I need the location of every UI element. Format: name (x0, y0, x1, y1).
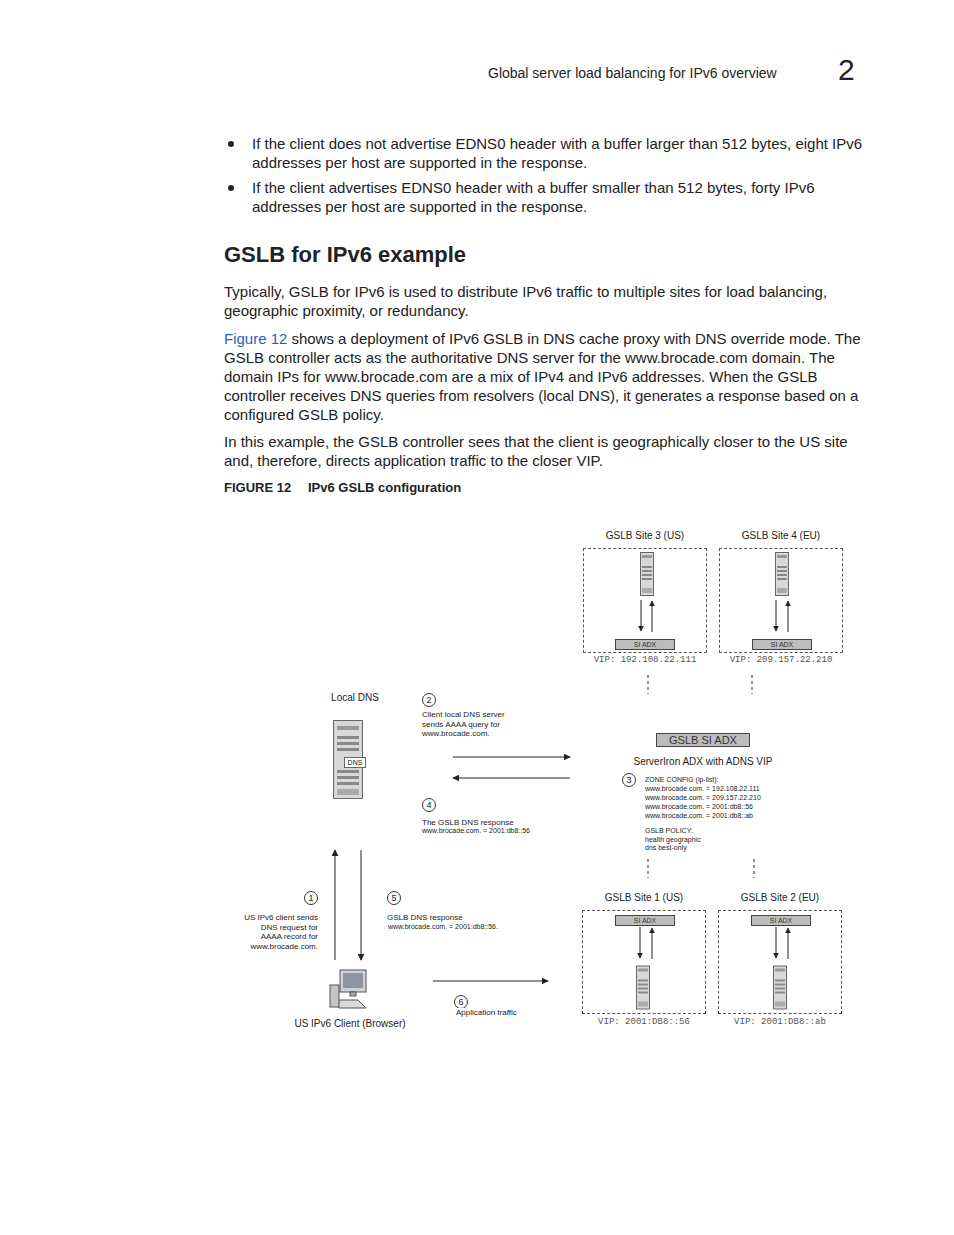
step-note: www.brocade.com. = 2001:db8::56 (422, 827, 530, 834)
node-title: GSLB SI ADX (669, 734, 737, 746)
paragraph-block: Figure 12shows a deployment of IPv6 GSLB… (224, 329, 869, 424)
paragraph: shows a deployment of IPv6 GSLB in DNS c… (224, 330, 861, 423)
dashed-link (754, 859, 755, 878)
bullet-dot (228, 185, 234, 191)
callout-number: 4 (422, 798, 436, 812)
node-title: SI ADX (771, 640, 794, 649)
callout-number: 2 (422, 693, 436, 707)
step-note: www.brocade.com. = 2001:db8::56. (388, 923, 498, 930)
figure-link: Figure 12 (224, 330, 287, 347)
flow-arrow (788, 928, 789, 959)
computer-icon (330, 970, 366, 1008)
chapter-number: 2 (838, 53, 855, 87)
site-box: GSLB Site 3 (US)VIP: 192.108.22.111SI AD… (583, 548, 707, 653)
callout-number: 6 (454, 995, 468, 1009)
zone-entry: www.brocade.com. = 209.157.22.210 (645, 794, 761, 801)
node-text: DNS (344, 757, 366, 768)
dashed-link (648, 675, 649, 694)
zone-entry: www.brocade.com. = 2001:db8::56 (645, 803, 753, 810)
figure-caption: IPv6 GSLB configuration (308, 480, 461, 495)
edge-label: Application traffic (455, 1008, 518, 1017)
node-title: SI ADX (634, 916, 657, 925)
adx-bar: SI ADX (752, 639, 812, 650)
bullet-text: If the client advertises EDNS0 header wi… (252, 178, 867, 216)
flow-arrow (433, 981, 548, 982)
node-title: GSLB Site 2 (EU) (699, 892, 861, 903)
zone-entry: www.brocade.com. = 2001:db8::ab (645, 812, 753, 819)
node-title: SI ADX (634, 640, 657, 649)
node-title: GSLB Site 1 (US) (563, 892, 725, 903)
step-note: The GSLB DNS response (422, 818, 514, 828)
node-text: VIP: 2001:DB8::56 (563, 1017, 725, 1027)
client: US IPv6 Client (Browser) (288, 962, 412, 1032)
flow-arrow (453, 778, 570, 779)
node-title: Local DNS (308, 692, 402, 703)
node-text: VIP: 2001:DB8::ab (699, 1017, 861, 1027)
adx-bar: SI ADX (615, 915, 675, 926)
zone-entry: www.brocade.com. = 192.108.22.111 (645, 785, 760, 792)
site-box: GSLB Site 2 (EU)VIP: 2001:DB8::abSI ADX (718, 910, 842, 1014)
node-text: ServerIron ADX with ADNS VIP (607, 756, 799, 767)
server-icon (774, 966, 787, 1009)
flow-arrow (641, 600, 642, 631)
flow-arrow (361, 850, 362, 960)
section-title: GSLB for IPv6 example (224, 242, 466, 268)
flow-arrow (652, 928, 653, 959)
callout-number: 3 (622, 773, 636, 787)
bullet-text: If the client does not advertise EDNS0 h… (252, 134, 867, 172)
site-box: GSLB Site 1 (US)VIP: 2001:DB8::56SI ADX (582, 910, 706, 1014)
figure-number: FIGURE 12 (224, 480, 291, 495)
gslb-controller: GSLB SI ADXServerIron ADX with ADNS VIP (656, 733, 750, 747)
zone-config: ZONE CONFIG (ip-list): (645, 776, 719, 783)
server-icon (641, 553, 654, 596)
local-dns: Local DNSDNS (318, 692, 392, 802)
node-text: VIP: 192.108.22.111 (564, 655, 726, 665)
flow-arrow (640, 927, 641, 958)
dashed-link (752, 675, 753, 694)
step-note: US IPv6 client sends DNS request for AAA… (238, 913, 318, 951)
paragraph: Typically, GSLB for IPv6 is used to dist… (224, 282, 872, 320)
server-icon (776, 553, 789, 596)
flow-arrow (652, 601, 653, 632)
flow-arrow (453, 757, 570, 758)
flow-arrow (788, 601, 789, 632)
server-icon (637, 966, 650, 1009)
node-title: GSLB Site 4 (EU) (700, 530, 862, 541)
node-title: US IPv6 Client (Browser) (278, 1018, 422, 1029)
callout-number: 5 (387, 891, 401, 905)
flow-arrow (335, 850, 336, 960)
flow-arrow (776, 927, 777, 958)
callout-number: 1 (304, 891, 318, 905)
step-note: GSLB DNS response (387, 913, 463, 923)
step-note: Client local DNS server sends AAAA query… (422, 710, 518, 739)
adx-bar: SI ADX (615, 639, 675, 650)
node-title: SI ADX (770, 916, 793, 925)
site-box: GSLB Site 4 (EU)VIP: 209.157.22.210SI AD… (719, 548, 843, 653)
bullet-dot (228, 141, 234, 147)
node-title: GSLB Site 3 (US) (564, 530, 726, 541)
flow-arrow (776, 600, 777, 631)
dashed-link (648, 859, 649, 878)
paragraph: In this example, the GSLB controller see… (224, 432, 872, 470)
adx-bar: SI ADX (751, 915, 811, 926)
node-text: VIP: 209.157.22.210 (700, 655, 862, 665)
running-header: Global server load balancing for IPv6 ov… (488, 65, 777, 81)
gslb-policy: GSLB POLICY: health geographic dns best-… (645, 827, 711, 853)
